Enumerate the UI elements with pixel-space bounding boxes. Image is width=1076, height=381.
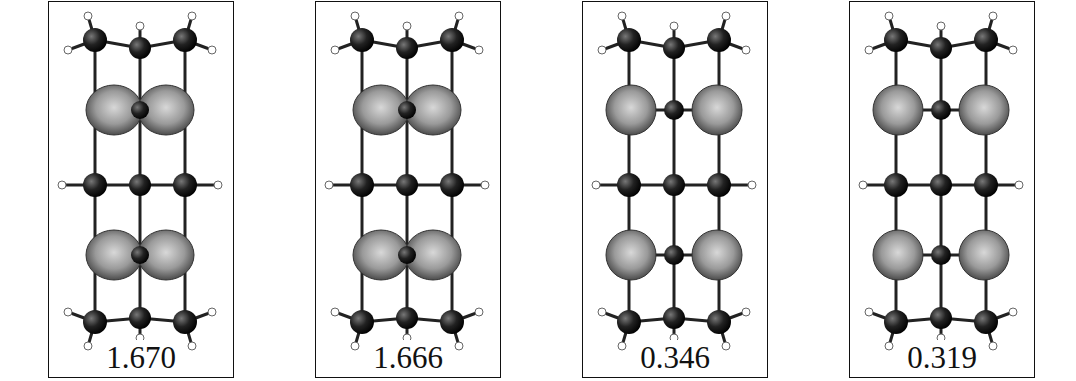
orbital-panel: 1.670 [48, 1, 234, 378]
orbital-panel: 0.319 [849, 1, 1035, 378]
occupation-number: 0.346 [636, 340, 714, 377]
occupation-number: 1.666 [369, 340, 447, 377]
orbital-panel: 0.346 [582, 1, 768, 378]
orbital-panel: 1.666 [315, 1, 501, 378]
occupation-number: 1.670 [102, 340, 180, 377]
occupation-number: 0.319 [903, 340, 981, 377]
